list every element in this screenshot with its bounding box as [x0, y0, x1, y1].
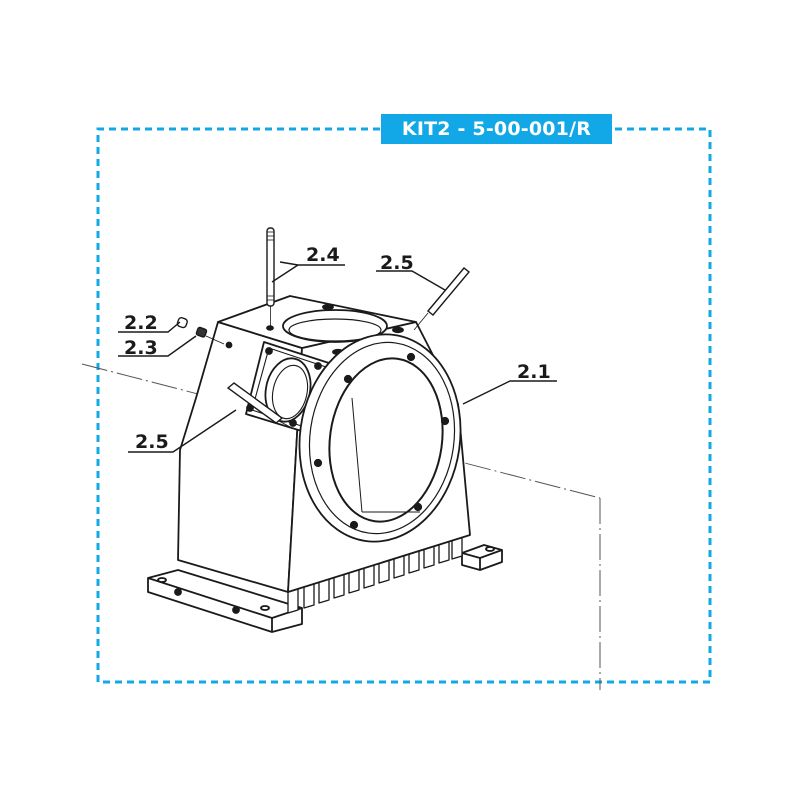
stud-side-flange — [226, 382, 293, 429]
leader-lines — [118, 261, 557, 453]
kit-label: KIT2 - 5-00-001/R — [381, 114, 612, 144]
gearbox-housing — [147, 295, 503, 633]
callout-2-1: 2.1 — [517, 361, 551, 383]
stud-top-right — [413, 267, 470, 331]
callout-2-2: 2.2 — [124, 312, 158, 334]
kit-boundary — [96, 127, 712, 684]
callout-2-3: 2.3 — [124, 337, 158, 359]
callout-2-5-side: 2.5 — [135, 431, 169, 453]
vertical-stud — [266, 227, 275, 330]
callout-2-4: 2.4 — [306, 244, 340, 266]
callout-2-5-top: 2.5 — [380, 252, 414, 274]
cap-and-plug — [176, 317, 225, 345]
